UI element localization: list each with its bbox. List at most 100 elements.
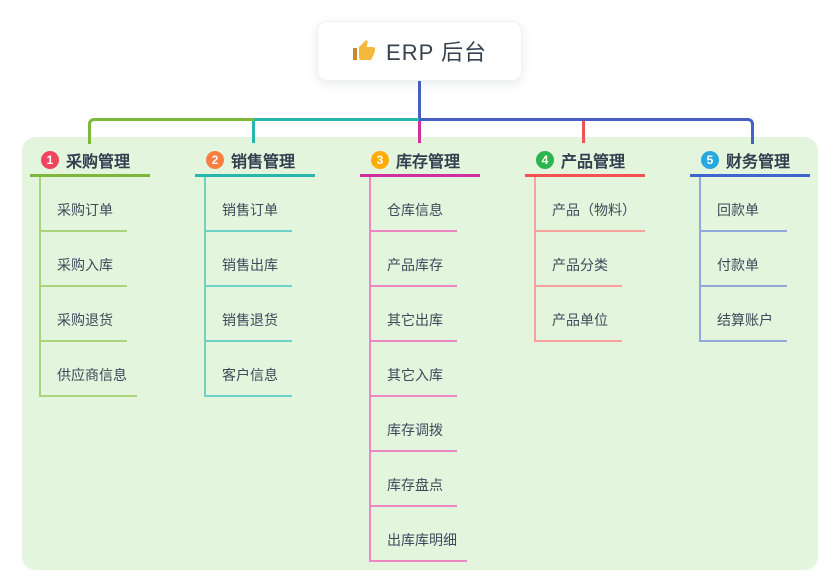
child-label: 付款单 — [717, 257, 759, 273]
child-node[interactable]: 回款单 — [699, 200, 787, 232]
child-label: 销售订单 — [222, 202, 278, 218]
child-row: 销售退货 — [195, 287, 315, 342]
child-node[interactable]: 产品单位 — [534, 310, 622, 342]
child-label: 产品库存 — [387, 257, 443, 273]
child-node[interactable]: 销售出库 — [204, 255, 292, 287]
branch-node-4[interactable]: 4 产品管理 — [525, 146, 645, 177]
branch-children: 回款单付款单结算账户 — [690, 177, 810, 342]
child-label: 销售退货 — [222, 312, 278, 328]
connector-bus-middle — [254, 118, 419, 121]
branch-label: 产品管理 — [561, 154, 626, 171]
child-node[interactable]: 产品库存 — [369, 255, 457, 287]
child-row: 供应商信息 — [30, 342, 150, 397]
child-row: 客户信息 — [195, 342, 315, 397]
child-node[interactable]: 库存调拨 — [369, 420, 457, 452]
child-label: 仓库信息 — [387, 202, 443, 218]
child-node[interactable]: 出库库明细 — [369, 530, 467, 562]
child-row: 其它出库 — [360, 287, 480, 342]
child-row: 采购订单 — [30, 177, 150, 232]
child-node[interactable]: 产品（物料） — [534, 200, 645, 232]
branch-node-5[interactable]: 5 财务管理 — [690, 146, 810, 177]
child-row: 销售出库 — [195, 232, 315, 287]
child-row: 产品分类 — [525, 232, 645, 287]
child-row: 回款单 — [690, 177, 810, 232]
branch-label: 销售管理 — [231, 154, 296, 171]
child-row: 产品库存 — [360, 232, 480, 287]
branch-column-4: 4 产品管理产品（物料） 产品分类产品单位 — [525, 146, 645, 342]
child-row: 采购入库 — [30, 232, 150, 287]
child-label: 其它入库 — [387, 367, 443, 383]
child-row: 结算账户 — [690, 287, 810, 342]
child-node[interactable]: 采购退货 — [39, 310, 127, 342]
connector-drop-branch-3 — [418, 121, 421, 143]
child-label: 采购退货 — [57, 312, 113, 328]
child-node[interactable]: 采购订单 — [39, 200, 127, 232]
branch-number-badge: 5 — [701, 151, 719, 169]
branch-child-connector-line — [699, 177, 701, 342]
child-label: 供应商信息 — [57, 367, 127, 383]
child-row: 出库库明细 — [360, 507, 480, 562]
branch-child-connector-line — [39, 177, 41, 397]
child-row: 付款单 — [690, 232, 810, 287]
child-row: 仓库信息 — [360, 177, 480, 232]
branch-children: 仓库信息产品库存其它出库其它入库库存调拨库存盘点出库库明细 — [360, 177, 480, 562]
branch-child-connector-line — [204, 177, 206, 397]
branch-child-connector-line — [534, 177, 536, 342]
child-node[interactable]: 库存盘点 — [369, 475, 457, 507]
child-row: 产品单位 — [525, 287, 645, 342]
branch-children: 销售订单销售出库销售退货客户信息 — [195, 177, 315, 397]
child-label: 产品（物料） — [552, 202, 636, 218]
child-node[interactable]: 产品分类 — [534, 255, 622, 287]
branch-label: 财务管理 — [726, 154, 791, 171]
child-node[interactable]: 其它出库 — [369, 310, 457, 342]
connector-drop-branch-4 — [582, 121, 585, 143]
connector-bus-left — [88, 118, 254, 144]
root-node-label: ERP 后台 — [386, 40, 487, 65]
branch-number-badge: 3 — [371, 151, 389, 169]
connector-drop-branch-2 — [252, 121, 255, 143]
child-label: 结算账户 — [717, 312, 773, 328]
branch-label: 库存管理 — [396, 154, 461, 171]
child-row: 库存调拨 — [360, 397, 480, 452]
branch-children: 产品（物料） 产品分类产品单位 — [525, 177, 645, 342]
child-row: 产品（物料） — [525, 177, 645, 232]
child-label: 产品单位 — [552, 312, 608, 328]
child-node[interactable]: 销售退货 — [204, 310, 292, 342]
child-label: 产品分类 — [552, 257, 608, 273]
child-row: 库存盘点 — [360, 452, 480, 507]
branch-children: 采购订单采购入库采购退货供应商信息 — [30, 177, 150, 397]
branch-column-5: 5 财务管理回款单付款单结算账户 — [690, 146, 810, 342]
child-row: 销售订单 — [195, 177, 315, 232]
child-label: 库存盘点 — [387, 477, 443, 493]
branch-label: 采购管理 — [66, 154, 131, 171]
child-label: 客户信息 — [222, 367, 278, 383]
child-node[interactable]: 供应商信息 — [39, 365, 137, 397]
child-node[interactable]: 销售订单 — [204, 200, 292, 232]
child-label: 出库库明细 — [387, 532, 457, 548]
child-node[interactable]: 客户信息 — [204, 365, 292, 397]
root-node[interactable]: ERP 后台 — [317, 21, 522, 81]
branch-node-3[interactable]: 3 库存管理 — [360, 146, 480, 177]
child-node[interactable]: 结算账户 — [699, 310, 787, 342]
child-row: 采购退货 — [30, 287, 150, 342]
branch-node-2[interactable]: 2 销售管理 — [195, 146, 315, 177]
branch-number-badge: 4 — [536, 151, 554, 169]
child-label: 库存调拨 — [387, 422, 443, 438]
connector-bus-right — [419, 118, 754, 144]
child-row: 其它入库 — [360, 342, 480, 397]
child-node[interactable]: 采购入库 — [39, 255, 127, 287]
branch-child-connector-line — [369, 177, 371, 562]
child-node[interactable]: 付款单 — [699, 255, 787, 287]
branch-number-badge: 2 — [206, 151, 224, 169]
child-label: 销售出库 — [222, 257, 278, 273]
child-node[interactable]: 其它入库 — [369, 365, 457, 397]
branch-column-2: 2 销售管理销售订单销售出库销售退货客户信息 — [195, 146, 315, 397]
child-label: 回款单 — [717, 202, 759, 218]
child-node[interactable]: 仓库信息 — [369, 200, 457, 232]
root-stem-line — [418, 81, 421, 118]
branches-background-panel — [22, 137, 818, 570]
child-label: 采购入库 — [57, 257, 113, 273]
